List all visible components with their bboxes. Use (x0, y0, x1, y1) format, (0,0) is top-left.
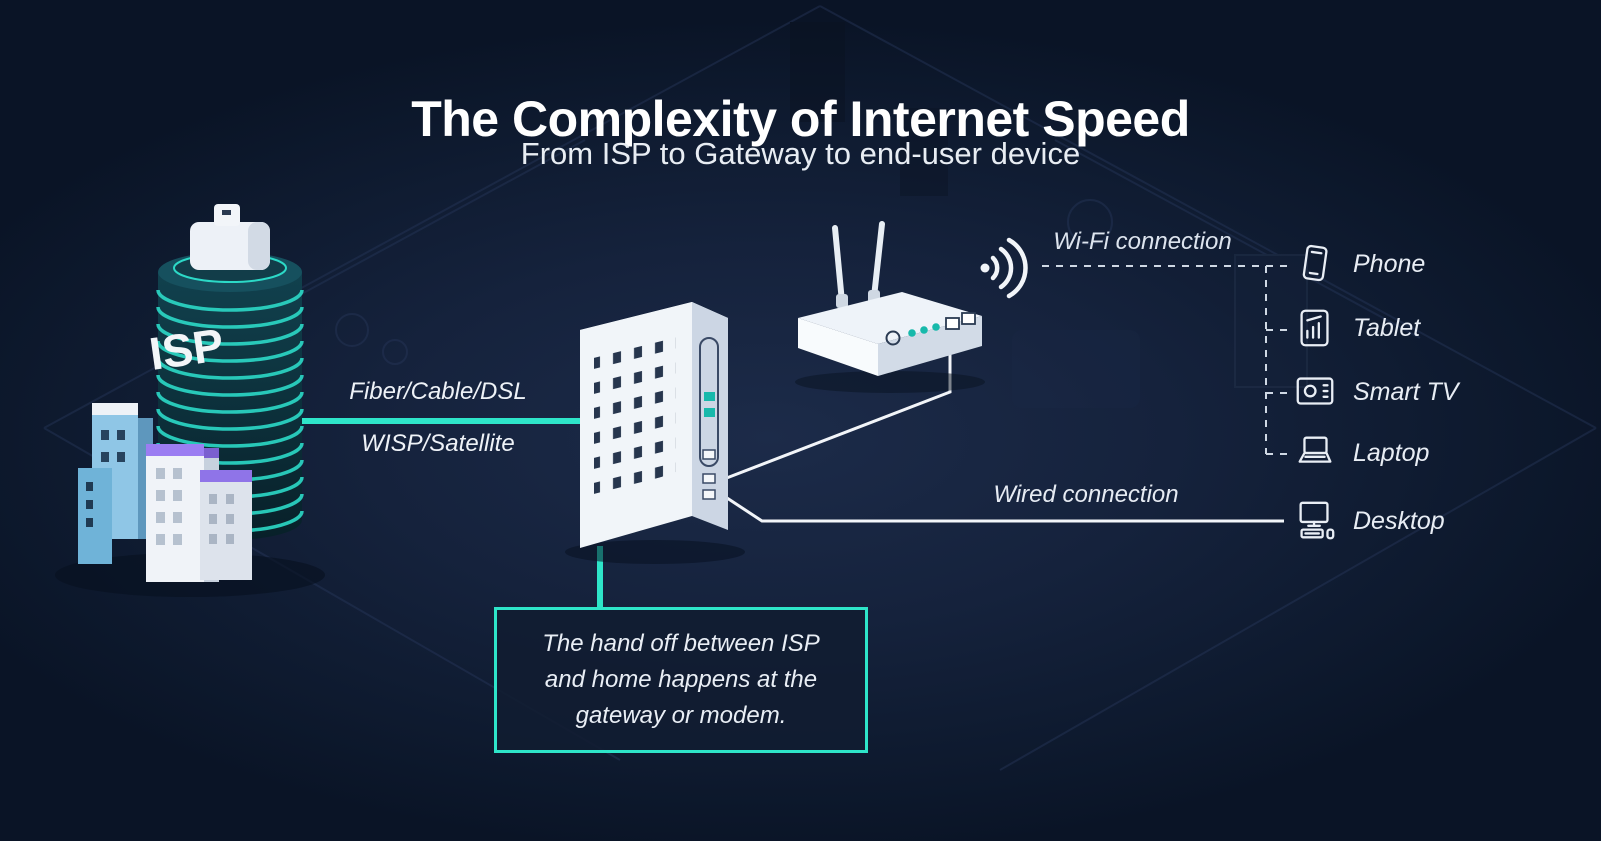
phone-icon (1302, 244, 1328, 282)
device-label: Desktop (1353, 506, 1445, 535)
device-row-phone: Phone (1292, 241, 1425, 287)
callout-text: The hand off between ISP and home happen… (542, 630, 820, 729)
router-antenna (832, 221, 885, 305)
router-to-gateway-line (723, 352, 952, 481)
device-label: Laptop (1353, 438, 1430, 467)
device-label: Phone (1353, 249, 1426, 278)
link-label-fiber: Fiber/Cable/DSL (349, 378, 527, 405)
tablet-icon (1300, 309, 1329, 347)
isp-building-label: ISP (146, 318, 227, 380)
device-row-desktop: Desktop (1292, 498, 1445, 544)
page-subtitle: From ISP to Gateway to end-user device (520, 136, 1081, 171)
wifi-connection-label: Wi-Fi connection (1053, 228, 1232, 255)
page-title: The Complexity of Internet Speed (411, 90, 1190, 147)
wifi-dashed-lines (1042, 265, 1290, 455)
callout-box: The hand off between ISP and home happen… (494, 607, 868, 753)
smart-tv-icon (1296, 377, 1334, 405)
background-floorplan (43, 5, 1597, 771)
device-label: Smart TV (1353, 377, 1459, 406)
desktop-icon (1299, 501, 1335, 540)
city-buildings (78, 403, 252, 582)
device-label: Tablet (1353, 313, 1421, 342)
gateway-modem (565, 302, 745, 564)
device-row-tablet: Tablet (1292, 305, 1420, 351)
device-row-laptop: Laptop (1292, 430, 1429, 476)
wifi-signal-icon (980, 237, 1028, 299)
wired-connection-label: Wired connection (993, 481, 1179, 508)
link-label-wisp: WISP/Satellite (361, 430, 515, 457)
wifi-router (795, 221, 985, 393)
wired-connection-line (723, 494, 1284, 523)
isp-building: ISP (55, 204, 325, 597)
laptop-icon (1298, 436, 1332, 463)
device-row-smart-tv: Smart TV (1292, 369, 1459, 415)
